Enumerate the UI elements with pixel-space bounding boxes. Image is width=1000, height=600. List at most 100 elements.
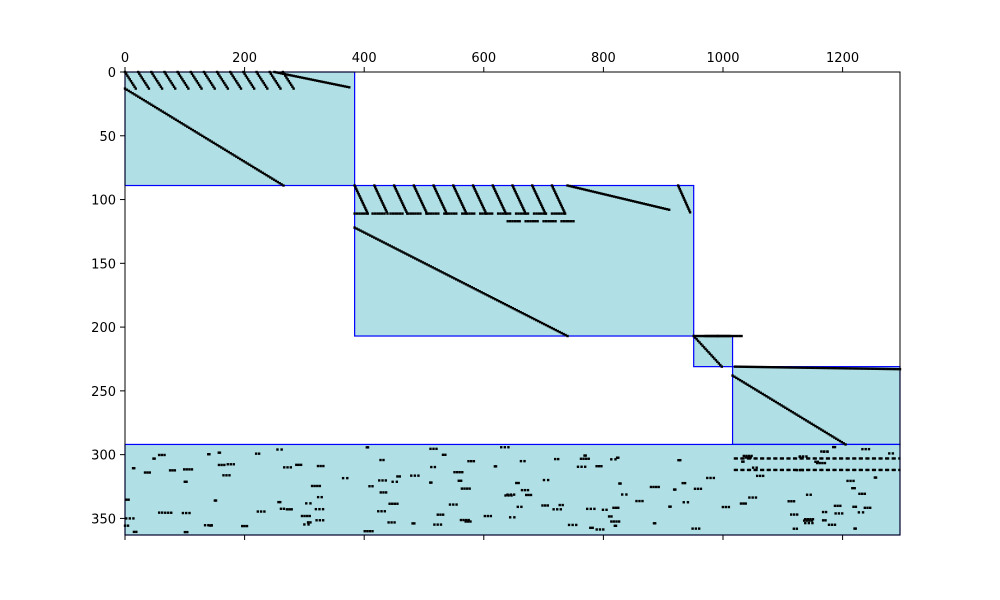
matrix-entry-351 — [648, 204, 652, 207]
matrix-entry-1213 — [316, 464, 320, 468]
matrix-entry-1352 — [746, 468, 750, 472]
matrix-entry-675 — [476, 194, 480, 198]
matrix-entry-397 — [812, 366, 816, 370]
matrix-entry-423 — [870, 367, 873, 370]
matrix-entry-1168 — [617, 506, 620, 509]
matrix-entry-414 — [850, 367, 853, 370]
matrix-entry-167 — [513, 307, 516, 311]
matrix-entry-843 — [508, 220, 512, 223]
matrix-entry-812 — [479, 212, 482, 215]
matrix-entry-1293 — [318, 519, 322, 522]
matrix-entry-956 — [346, 476, 349, 480]
matrix-entry-486 — [187, 87, 190, 90]
matrix-entry-708 — [515, 193, 518, 196]
matrix-entry-228 — [755, 389, 759, 392]
matrix-entry-727 — [536, 196, 540, 199]
matrix-entry-386 — [788, 366, 792, 369]
matrix-entry-394 — [806, 366, 809, 369]
matrix-entry-284 — [290, 74, 293, 77]
matrix-entry-340 — [625, 198, 629, 201]
matrix-entry-1305 — [760, 457, 763, 460]
matrix-entry-200 — [699, 342, 703, 346]
matrix-entry-466 — [160, 87, 164, 90]
matrix-entry-87 — [357, 228, 360, 231]
matrix-entry-1189 — [435, 447, 438, 451]
matrix-entry-629 — [421, 203, 425, 207]
matrix-entry-1274 — [398, 475, 401, 478]
matrix-entry-534 — [250, 83, 253, 87]
matrix-entry-864 — [569, 220, 573, 223]
matrix-entry-777 — [373, 212, 377, 215]
matrix-entry-151 — [482, 292, 485, 295]
matrix-entry-996 — [125, 498, 128, 501]
matrix-entry-46 — [210, 140, 213, 143]
matrix-entry-879 — [706, 334, 710, 338]
matrix-entry-493 — [196, 81, 200, 85]
matrix-entry-12 — [146, 101, 149, 104]
matrix-entry-1064 — [527, 493, 530, 497]
matrix-entry-196 — [693, 336, 697, 339]
matrix-entry-58 — [233, 154, 236, 157]
matrix-entry-229 — [757, 390, 761, 393]
matrix-entry-779 — [378, 212, 381, 215]
matrix-entry-1047 — [368, 530, 372, 533]
matrix-entry-1128 — [841, 512, 844, 515]
matrix-entry-1034 — [314, 507, 318, 511]
matrix-entry-542 — [261, 80, 264, 83]
matrix-entry-139 — [458, 280, 462, 283]
matrix-entry-107 — [396, 248, 399, 251]
matrix-entry-716 — [521, 207, 525, 210]
matrix-entry-68 — [252, 165, 255, 169]
matrix-entry-631 — [423, 207, 426, 210]
matrix-entry-451 — [141, 78, 145, 81]
matrix-entry-612 — [401, 203, 405, 207]
matrix-entry-392 — [801, 366, 805, 369]
matrix-entry-308 — [341, 84, 345, 88]
matrix-entry-940 — [556, 508, 559, 511]
matrix-entry-792 — [416, 212, 420, 215]
matrix-entry-1159 — [697, 527, 701, 530]
matrix-entry-1069 — [143, 471, 147, 474]
matrix-entry-565 — [291, 85, 294, 88]
matrix-entry-469 — [165, 74, 169, 77]
matrix-entry-1147 — [811, 518, 815, 521]
matrix-entry-1170 — [466, 520, 470, 523]
matrix-entry-1001 — [306, 521, 310, 524]
matrix-entry-88 — [359, 229, 362, 232]
matrix-entry-1354 — [753, 468, 756, 472]
matrix-entry-1252 — [160, 453, 164, 457]
matrix-entry-1101 — [448, 503, 452, 506]
matrix-entry-564 — [290, 83, 293, 87]
matrix-entry-913 — [751, 466, 755, 469]
matrix-entry-282 — [286, 73, 289, 76]
block-1 — [124, 71, 356, 187]
matrix-entry-933 — [379, 458, 382, 462]
matrix-entry-40 — [199, 133, 202, 136]
matrix-entry-489 — [191, 74, 195, 77]
matrix-entry-738 — [551, 186, 554, 189]
matrix-entry-1165 — [210, 524, 213, 527]
matrix-entry-973 — [378, 479, 381, 482]
matrix-entry-1151 — [468, 487, 471, 490]
matrix-entry-748 — [559, 203, 563, 207]
matrix-entry-255 — [806, 420, 810, 423]
matrix-entry-741 — [554, 191, 557, 194]
matrix-entry-99 — [380, 240, 384, 243]
matrix-entry-598 — [384, 208, 388, 212]
matrix-entry-782 — [389, 212, 392, 215]
matrix-entry-926 — [839, 504, 842, 508]
matrix-entry-503 — [209, 81, 213, 85]
matrix-entry-593 — [380, 200, 383, 203]
matrix-entry-778 — [376, 212, 379, 215]
matrix-entry-108 — [398, 249, 401, 252]
matrix-entry-337 — [619, 196, 622, 200]
matrix-entry-303 — [330, 82, 334, 86]
matrix-entry-504 — [211, 83, 214, 87]
matrix-entry-316 — [574, 186, 578, 189]
matrix-entry-23 — [167, 113, 170, 117]
matrix-entry-379 — [773, 366, 776, 369]
matrix-entry-300 — [324, 81, 327, 84]
matrix-entry-552 — [274, 80, 277, 83]
matrix-entry-172 — [523, 312, 526, 316]
matrix-entry-215 — [731, 374, 734, 377]
